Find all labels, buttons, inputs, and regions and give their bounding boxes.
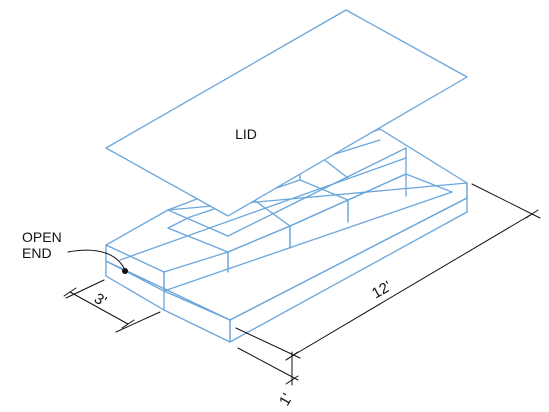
- dim-height-tick-1: [285, 351, 299, 361]
- lid-label: LID: [235, 126, 257, 142]
- open-end-leader: [67, 249, 126, 271]
- dim-width-tick-1: [63, 287, 77, 297]
- box-outer-rim: [105, 182, 468, 321]
- inner-floor-back: [119, 157, 407, 261]
- center-divider-top-2: [227, 147, 407, 237]
- open-end-callout: OPEN END: [22, 229, 128, 274]
- divider-3: [289, 199, 349, 249]
- dim-length-tick-2: [525, 209, 539, 219]
- dim-width-ext-1: [65, 279, 105, 299]
- dim-width-tick-2: [121, 319, 135, 329]
- dim-length: 12': [235, 183, 541, 361]
- dim-width-line: [69, 291, 129, 325]
- open-end-leader-dot: [122, 268, 128, 274]
- dim-width-label: 3': [91, 290, 109, 310]
- open-end-label-line2: END: [22, 245, 52, 261]
- dim-width-ext-2: [115, 311, 161, 333]
- center-divider-top: [167, 209, 229, 237]
- box-back-edge-right: [379, 128, 468, 184]
- dim-length-ext-1: [471, 183, 541, 219]
- inner-floor-front: [163, 191, 453, 292]
- divider-4: [347, 173, 407, 223]
- dim-height-label: 1': [276, 391, 296, 409]
- dim-length-ext-2: [235, 327, 301, 359]
- dim-length-label: 12': [369, 278, 395, 303]
- open-end-top: [105, 244, 165, 273]
- box-body: [105, 128, 468, 343]
- dim-length-line: [291, 213, 533, 357]
- lid-panel: [105, 9, 468, 217]
- divider-1: [163, 251, 229, 292]
- dim-height: 1': [237, 347, 299, 409]
- divider-2: [227, 225, 291, 273]
- inner-wall-top-front: [229, 197, 468, 321]
- divider-4b: [405, 173, 453, 193]
- box-front-bottom: [229, 211, 468, 343]
- dim-height-ext: [237, 347, 299, 381]
- dim-width: 3': [63, 279, 161, 333]
- open-end-label-line1: OPEN: [22, 229, 62, 245]
- dim-height-tick-2: [285, 375, 299, 385]
